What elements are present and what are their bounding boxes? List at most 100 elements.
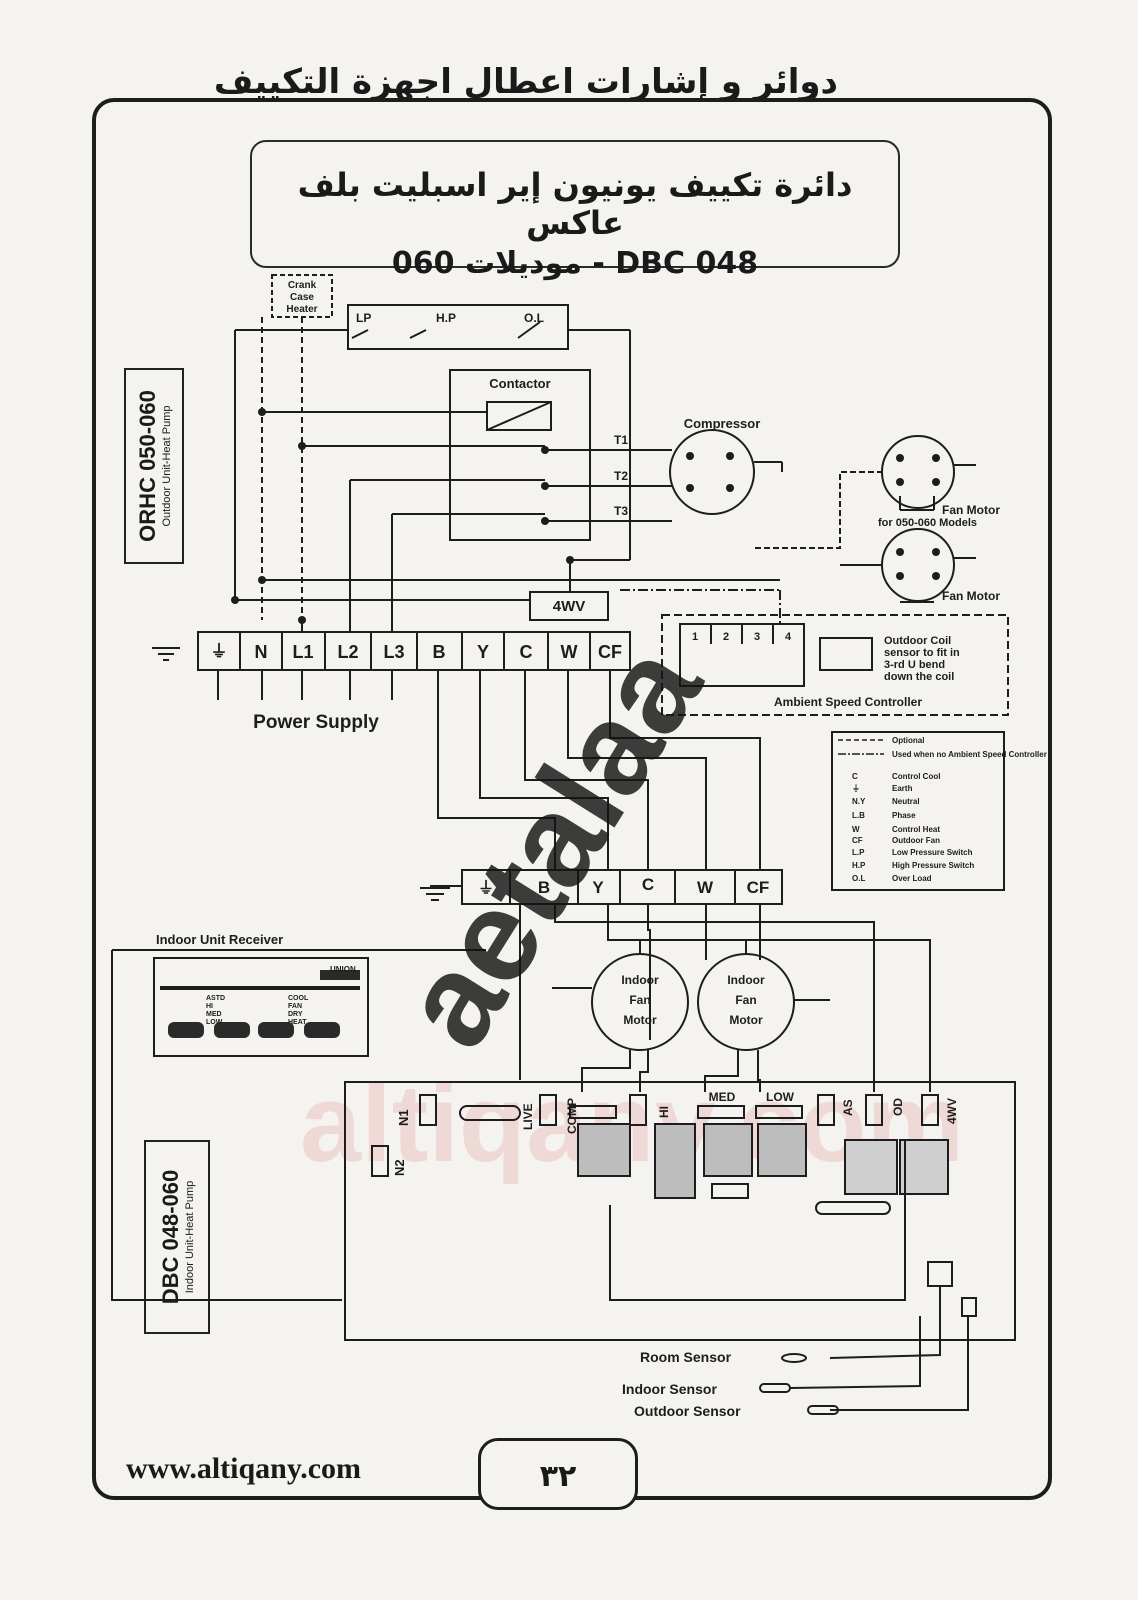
indoor-sensor-label: Indoor Sensor [622,1381,717,1397]
indoor-terminal-b: B [538,878,550,897]
indoor-terminal-cf: CF [747,878,770,897]
contactor-box [449,369,591,541]
receiver-right-2: FAN [288,1003,302,1010]
legend-text-over-load: Over Load [892,874,932,883]
outdoor-terminal-n: N [255,642,268,662]
footer-website: www.altiqany.com [120,1452,368,1486]
outdoor-terminal-y: Y [477,642,489,662]
indoor-terminal-c: C [642,875,654,894]
legend-text-earth: Earth [892,784,913,793]
hp-switch-label: H.P [436,311,456,325]
board-terminal-comp: COMP [565,1098,579,1134]
outdoor-terminal-c: C [520,642,533,662]
room-sensor-label: Room Sensor [640,1349,732,1365]
legend-text-low-pressure: Low Pressure Switch [892,848,973,857]
safety-switch-box [347,304,569,350]
indoor-terminal-earth: ⏚ [478,879,494,897]
legend-key-ol: O.L [852,874,865,883]
ol-switch-label: O.L [524,311,544,325]
legend-key-c: C [852,772,858,781]
legend-key-cf: CF [852,836,863,845]
outdoor-terminal-l2: L2 [337,642,358,662]
receiver-right-4: HEAT [288,1019,307,1026]
receiver-right-1: COOL [288,995,309,1002]
legend-text-phase: Phase [892,811,916,820]
compressor-label: Compressor [684,416,761,431]
asc-terminal-4: 4 [785,631,792,643]
indoor-fan-1-line2: Fan [629,993,650,1007]
outdoor-sensor-label: Outdoor Sensor [634,1403,741,1419]
legend-key-hp: H.P [852,861,866,870]
legend-box [831,731,1005,891]
four-way-valve-label: 4WV [553,598,586,615]
receiver-brand: UNION [330,965,356,974]
legend-text-control-cool: Control Cool [892,772,940,781]
indoor-fan-1-line3: Motor [623,1013,657,1027]
board-terminal-hi: HI [657,1106,671,1118]
legend-text-outdoor-fan: Outdoor Fan [892,836,940,845]
outdoor-terminal-cf: CF [598,642,622,662]
diagram-title-arabic: دائرة تكييف يونيون إير اسبليت بلف عاكس [297,166,853,242]
outdoor-terminal-block [197,631,631,671]
contactor-label: Contactor [489,376,550,391]
fan-motor-050-060-symbol [881,435,955,509]
coil-sensor-note-1: Outdoor Coil [884,635,951,647]
receiver-left-1: ASTD [206,995,225,1002]
fan-motor-1-label: Fan Motor [942,503,1000,517]
crank-case-heater-line1: Crank [288,280,317,291]
outdoor-terminal-l1: L1 [292,642,313,662]
asc-terminal-1: 1 [692,631,698,643]
crank-case-heater-line2: Case [290,292,314,303]
power-supply-label: Power Supply [253,712,379,733]
outdoor-terminal-b: B [433,642,446,662]
board-terminal-od: OD [891,1098,905,1116]
page-number: ٣٢ [478,1438,638,1510]
ambient-controller-box [661,614,1009,716]
legend-text-no-asc: Used when no Ambient Speed Controller [892,750,1047,759]
indoor-terminal-y: Y [592,878,604,897]
board-terminal-live: LIVE [521,1103,535,1130]
terminal-t2: T2 [614,469,628,483]
indoor-fan-2-line2: Fan [735,993,756,1007]
outdoor-model-label: ORHC 050-060 Outdoor Unit-Heat Pump [124,368,184,564]
ambient-controller-label: Ambient Speed Controller [774,695,922,709]
fan-motor-2-label: Fan Motor [942,589,1000,603]
coil-sensor-note-4: down the coil [884,671,954,683]
legend-key-ny: N.Y [852,797,866,806]
legend-text-high-pressure: High Pressure Switch [892,861,974,870]
coil-sensor-note-3: 3-rd U bend [884,659,945,671]
indoor-fan-2-line1: Indoor [727,973,765,987]
outdoor-terminal-earth: ⏚ [211,642,228,661]
fan-motor-1-sub: for 050-060 Models [878,517,977,529]
legend-key-earth-icon: ⏚ [852,784,860,793]
indoor-fan-2-line3: Motor [729,1013,763,1027]
legend-text-control-heat: Control Heat [892,825,940,834]
receiver-left-3: MED [206,1011,222,1018]
legend-key-lp: L.P [852,848,865,857]
lp-switch-label: LP [356,311,371,325]
receiver-left-2: HI [206,1003,213,1010]
diagram-title-models: موديلات 060 - DBC 048 [391,246,759,281]
indoor-terminal-w: W [697,878,714,897]
board-terminal-4wv: 4WV [945,1098,959,1124]
terminal-t3: T3 [614,504,628,518]
compressor-symbol [669,429,755,515]
legend-key-lb: L.B [852,811,865,820]
board-terminal-as: AS [841,1099,855,1116]
crank-case-heater-line3: Heater [286,304,317,315]
indoor-control-board [344,1081,1016,1341]
board-terminal-n2: N2 [392,1159,407,1176]
receiver-left-4: LOW [206,1019,223,1026]
board-terminal-low: LOW [766,1090,795,1104]
receiver-right-3: DRY [288,1011,303,1018]
page-header-title: دوائر و إشارات اعطال اجهزة التكييف [213,62,838,102]
indoor-fan-1-line1: Indoor [621,973,659,987]
diagram-title-box: دائرة تكييف يونيون إير اسبليت بلف عاكس م… [250,140,900,281]
outdoor-terminal-l3: L3 [383,642,404,662]
indoor-model-label: DBC 048-060 Indoor Unit-Heat Pump [144,1140,210,1334]
board-terminal-med: MED [709,1090,736,1104]
receiver-title: Indoor Unit Receiver [156,932,283,947]
asc-terminal-2: 2 [723,631,729,643]
asc-terminal-3: 3 [754,631,760,643]
